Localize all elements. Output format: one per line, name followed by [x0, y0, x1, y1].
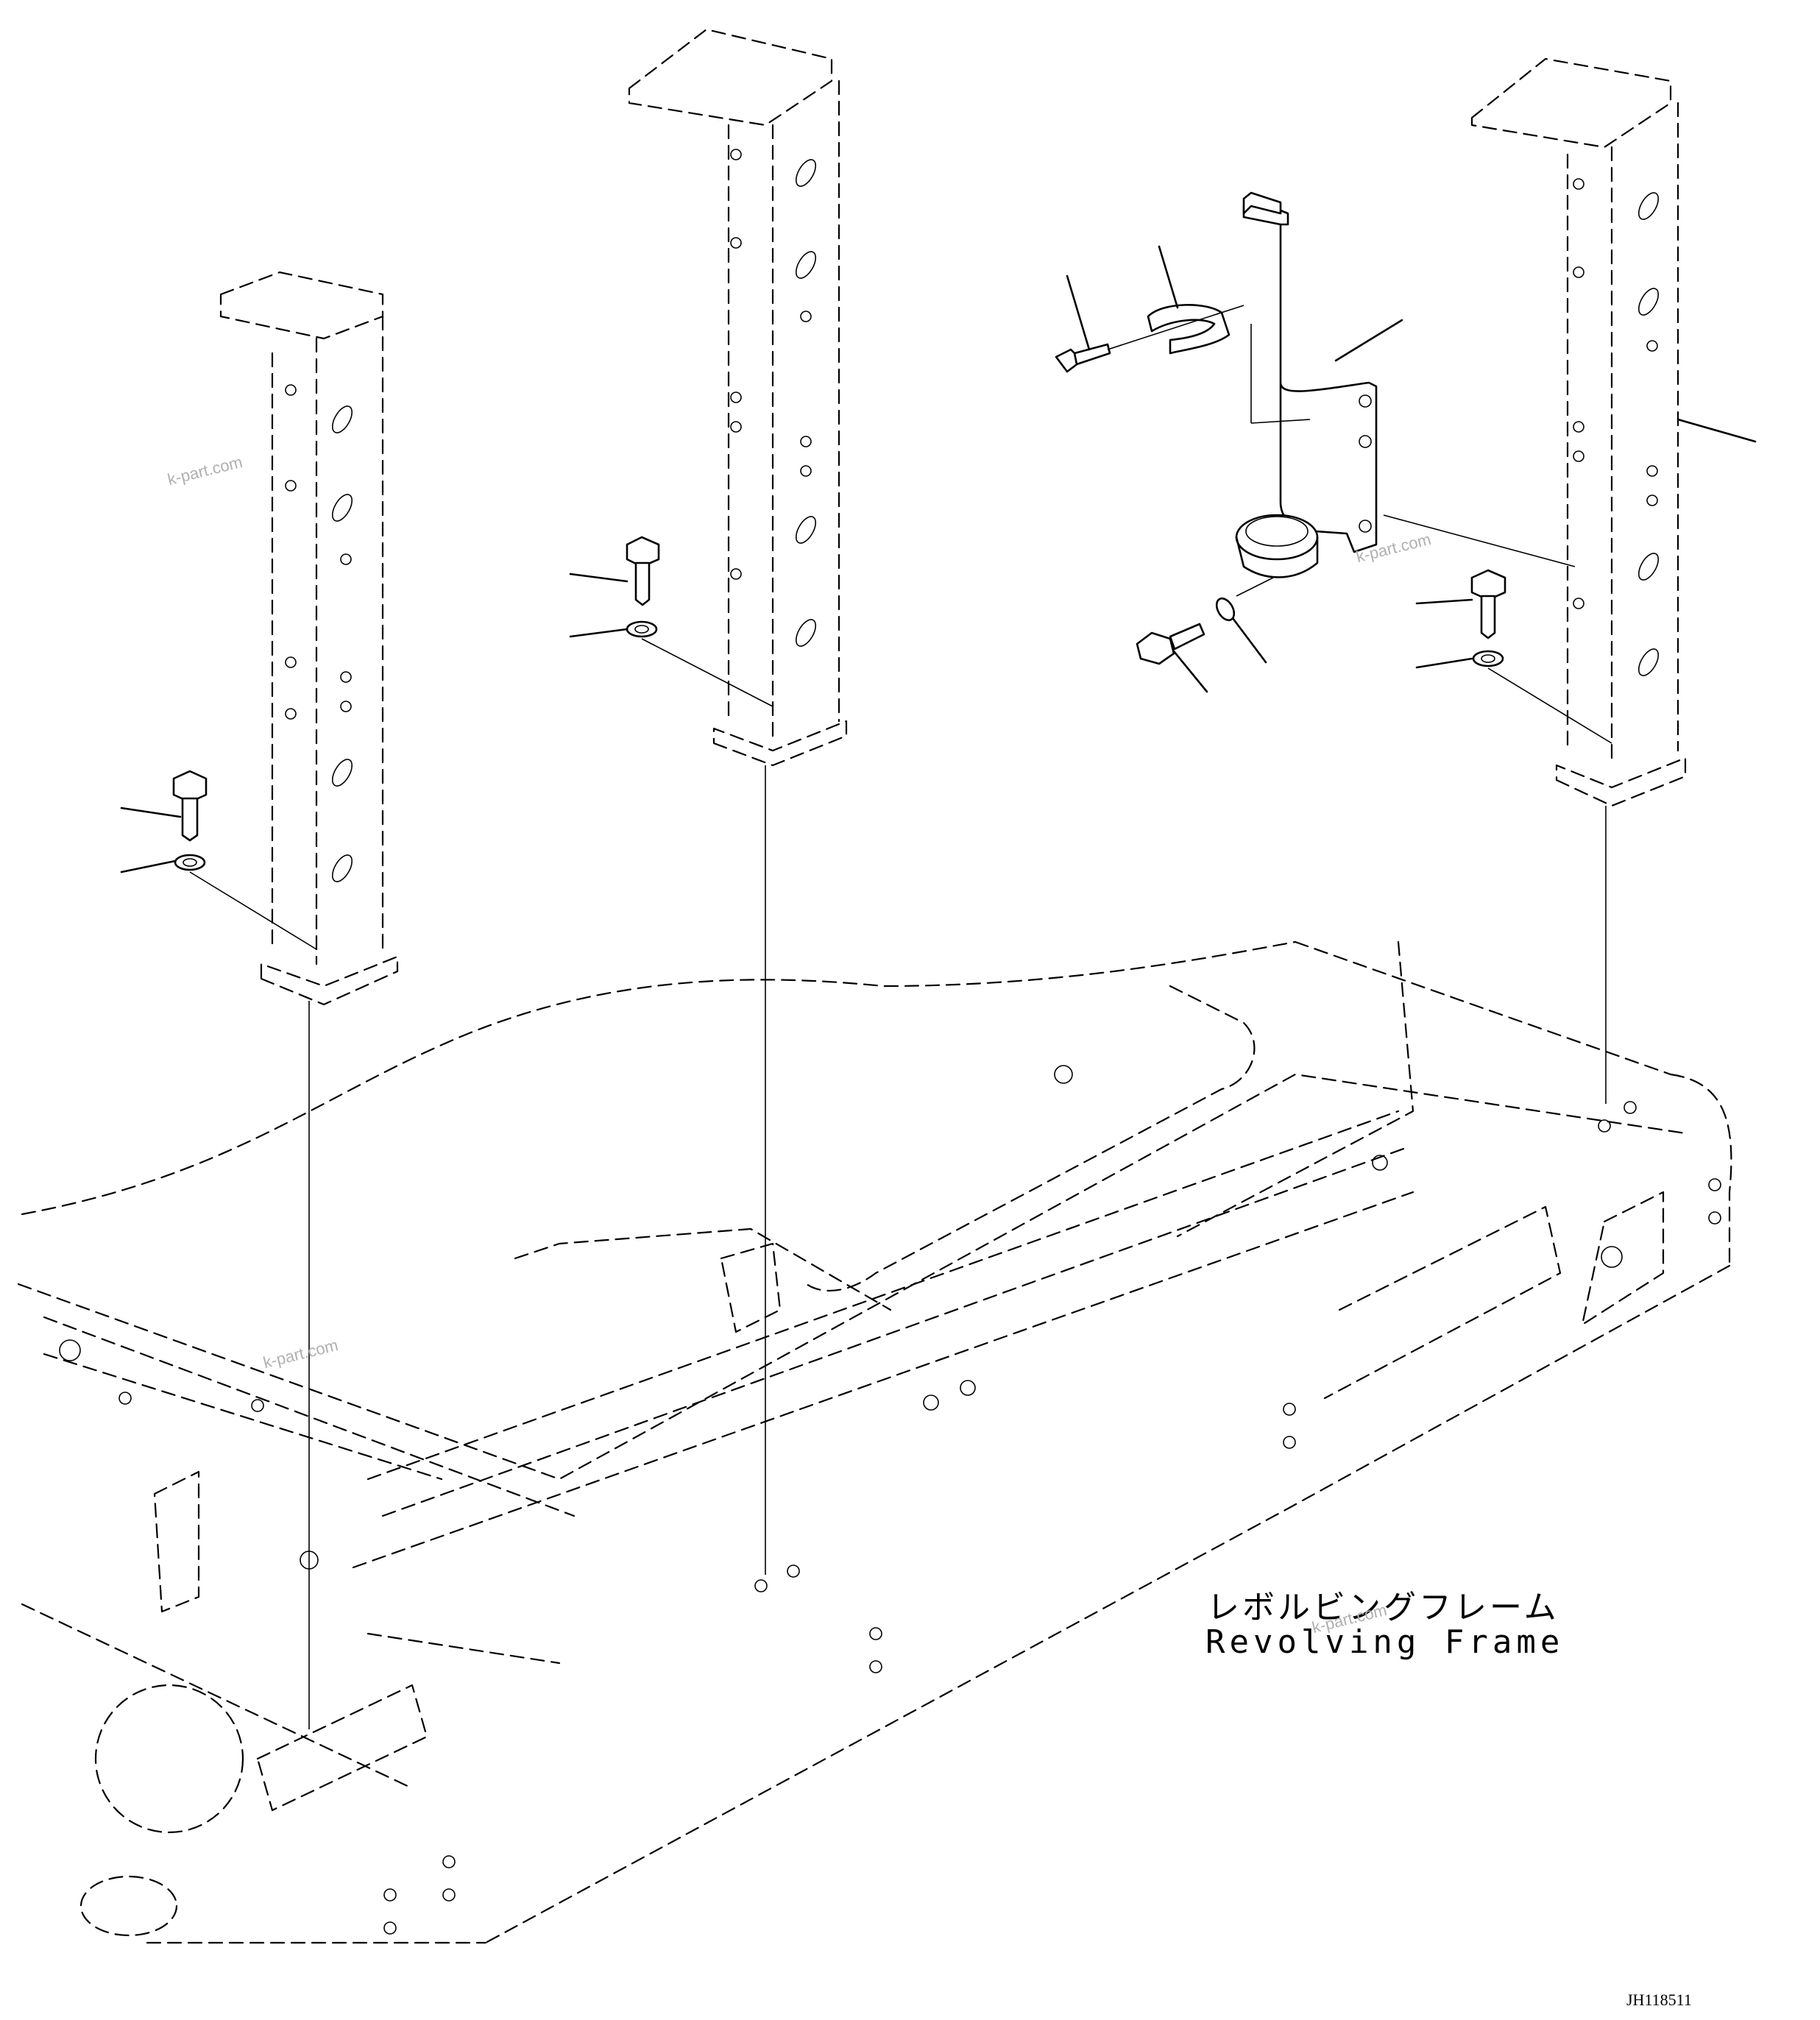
fasteners [172, 343, 1506, 871]
revolving-frame [17, 940, 1732, 1944]
left-column [219, 271, 399, 1006]
drawing-number: JH118511 [1626, 1991, 1692, 2009]
leader-lines [120, 245, 1757, 1729]
right-column [1470, 57, 1687, 807]
extinguisher-bracket [1147, 191, 1378, 578]
frame-label-japanese: レボルビングフレーム [1207, 1589, 1559, 1626]
center-column [628, 28, 848, 767]
frame-label-english: Revolving Frame [1205, 1623, 1565, 1661]
